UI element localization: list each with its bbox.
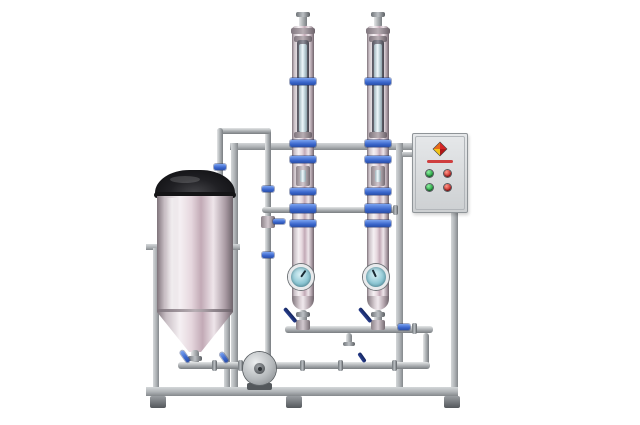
valve-body: [296, 320, 310, 330]
tri-clamp: [290, 140, 316, 147]
skid-foot: [150, 396, 166, 408]
column-1-top-neck: [299, 14, 307, 28]
tri-clamp: [214, 164, 226, 170]
pipe-coupling: [300, 360, 305, 371]
skid-post-right: [451, 143, 458, 392]
drain-cap: [343, 342, 355, 346]
tank-lid-rim: [154, 192, 236, 198]
panel-mount-arm: [402, 152, 414, 157]
tri-clamp: [398, 324, 410, 330]
tank-cone: [157, 312, 233, 352]
drain-stub-pipe: [346, 333, 352, 344]
tri-clamp: [290, 156, 316, 163]
indicator-light-red: [444, 170, 451, 177]
tri-clamp: [262, 252, 274, 258]
column-1-sight-glass: [299, 44, 307, 132]
tri-clamp: [365, 188, 391, 195]
pressure-gauge-1: [288, 264, 314, 290]
skid-post-mid: [396, 143, 403, 392]
tank-stand-leg-left: [153, 248, 159, 388]
feed-header-pipe: [217, 128, 271, 134]
column-1-down-pipe: [299, 310, 307, 328]
lower-manifold-pipe: [285, 326, 433, 333]
column-2-down-pipe: [374, 310, 382, 328]
valve-body: [261, 216, 275, 228]
tank-feed-drop-pipe: [217, 128, 223, 178]
tri-clamp: [365, 78, 391, 85]
tri-clamp: [365, 156, 391, 163]
tri-clamp: [290, 188, 316, 195]
skid-top-rail: [230, 143, 458, 150]
tri-clamp: [365, 204, 391, 213]
tri-clamp: [365, 220, 391, 227]
column-2-top-cap: [371, 12, 385, 17]
tank-bottom-seam: [157, 309, 233, 313]
column-1-top-cap: [296, 12, 310, 17]
skid-foot: [444, 396, 460, 408]
column-1-flow-window: [300, 170, 306, 182]
return-drop-pipe: [423, 333, 429, 365]
riser-pipe: [265, 128, 271, 364]
pressure-gauge-2: [363, 264, 389, 290]
upper-manifold-pipe: [262, 207, 396, 213]
column-1-top-flange: [291, 28, 315, 34]
skid-foot: [286, 396, 302, 408]
pipe-coupling: [412, 323, 417, 334]
valve-handle: [273, 219, 285, 224]
tri-clamp: [365, 140, 391, 147]
indicator-light-red: [444, 184, 451, 191]
pipe-coupling: [392, 360, 397, 371]
gauge-needle: [300, 269, 307, 278]
column-2-glass-flange-top: [369, 36, 387, 42]
tri-clamp: [290, 204, 316, 213]
control-panel: [412, 133, 468, 213]
gauge-needle: [371, 269, 377, 278]
pipe-coupling: [212, 360, 217, 371]
tank-lid-highlight: [170, 176, 200, 183]
pipe-coupling: [296, 312, 310, 317]
tri-clamp: [290, 220, 316, 227]
logo-text-illegible: [427, 160, 453, 163]
column-2-sight-glass: [374, 44, 382, 132]
indicator-light-green: [426, 170, 433, 177]
column-2-glass-flange-bottom: [369, 132, 387, 138]
column-2-flow-window: [375, 170, 381, 182]
skid-post-left: [231, 143, 238, 392]
diamond-brand-logo: [432, 141, 448, 157]
pipe-coupling: [371, 312, 385, 317]
manifold-end-cap: [393, 205, 398, 215]
pipe-coupling: [238, 360, 243, 371]
panel-face: [415, 136, 465, 210]
column-1-bottom-cap: [292, 296, 314, 310]
column-2-top-neck: [374, 14, 382, 28]
pump-hub: [258, 367, 262, 371]
pipe-coupling: [338, 360, 343, 371]
tank-sheen: [166, 198, 178, 310]
skid-bottom-rail: [146, 387, 458, 396]
column-2-bottom-cap: [367, 296, 389, 310]
column-2-top-flange: [366, 28, 390, 34]
valve-body: [371, 320, 385, 330]
tri-clamp: [262, 186, 274, 192]
indicator-light-green: [426, 184, 433, 191]
column-1-glass-flange-top: [294, 36, 312, 42]
outlet-coupling: [188, 356, 202, 361]
tri-clamp: [290, 78, 316, 85]
pump-base: [247, 383, 272, 390]
column-1-glass-flange-bottom: [294, 132, 312, 138]
